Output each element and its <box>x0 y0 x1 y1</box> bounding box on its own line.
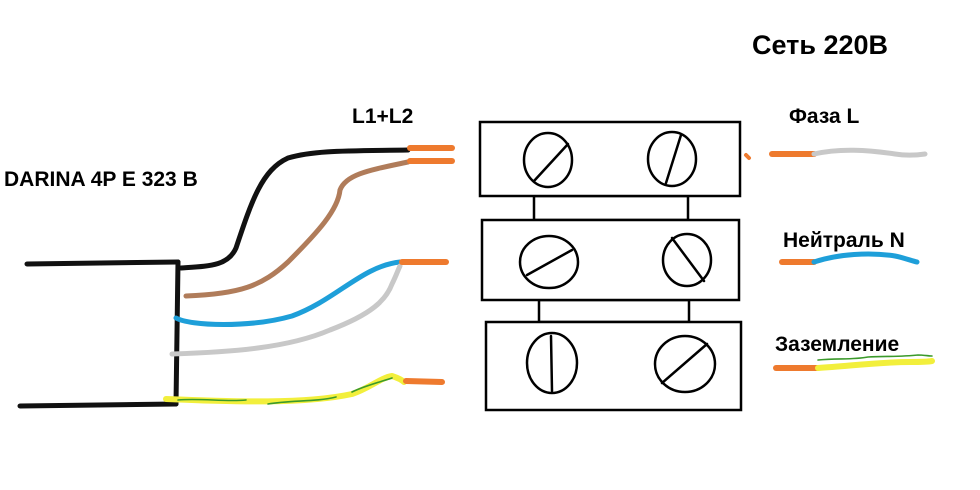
screw-icon <box>518 234 580 290</box>
neutral-wire <box>811 251 920 265</box>
grey-wire <box>169 263 403 357</box>
ground-label: Заземление <box>775 333 899 356</box>
blue-wire <box>173 259 403 327</box>
phase-label: Фаза L <box>789 105 860 128</box>
network-wires <box>744 147 935 371</box>
cable-sheath-side <box>173 259 181 407</box>
network-title: Сеть 220В <box>752 30 888 60</box>
screw-icon <box>653 334 717 394</box>
appliance-cable <box>17 147 411 409</box>
terminal-phase <box>478 120 742 198</box>
screw-icon <box>661 232 713 288</box>
phase-copper-stub <box>744 153 751 160</box>
cable-sheath-top <box>24 259 181 267</box>
terminal-connector-2 <box>537 298 691 324</box>
phase-wire <box>811 147 928 158</box>
brown-wire <box>183 159 411 299</box>
yellow-green-stripe <box>177 377 393 405</box>
screw-icon <box>522 131 574 189</box>
bridge-label: L1+L2 <box>352 105 413 128</box>
screw-icon <box>525 331 579 395</box>
cable-sheath-bottom <box>17 401 179 409</box>
terminal-block <box>478 120 743 412</box>
neutral-label: Нейтраль N <box>783 229 905 252</box>
black-wire <box>178 147 411 271</box>
terminal-connector-1 <box>532 194 690 222</box>
appliance-label: DARINA 4P E 323 B <box>4 168 198 191</box>
screw-icon <box>646 130 698 188</box>
ground-wire <box>815 358 935 371</box>
ground-wire-stripe <box>817 354 933 361</box>
appliance-copper-ends <box>399 145 455 385</box>
yellow-green-wire <box>163 373 407 405</box>
